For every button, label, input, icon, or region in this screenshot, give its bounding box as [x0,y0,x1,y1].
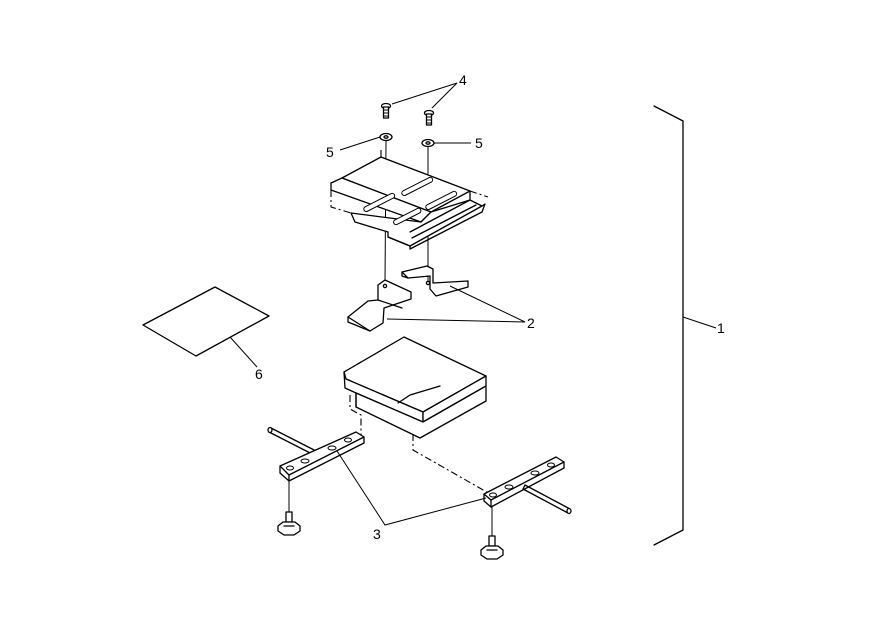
leader-2 [386,285,526,323]
mounting-plate-left [279,431,365,482]
leader-5-left [339,136,381,151]
rod-right [522,484,572,515]
tray-phantom-lines [330,148,489,214]
mounting-tray [330,156,486,250]
callout-1: 1 [717,320,725,336]
bracket-left [347,279,412,332]
washer-right [421,138,435,148]
callout-4: 4 [459,72,467,88]
assembly-brace [653,105,717,546]
callout-3: 3 [373,526,381,542]
leader-6 [229,336,258,368]
screw-left [380,102,392,119]
callout-5-right: 5 [475,135,483,151]
unit-box [343,336,487,439]
sheet [142,286,270,357]
bracket-right [401,265,469,297]
callout-2: 2 [527,315,535,331]
callout-5-left: 5 [326,144,334,160]
leader-4 [391,82,458,109]
unit-phantom-lines [343,361,493,496]
callout-6: 6 [255,366,263,382]
mounting-plate-right [483,456,565,508]
screw-right [423,109,435,126]
washer-left [379,132,393,142]
knob-left [277,511,301,536]
leader-3 [336,450,487,526]
knob-right [480,535,504,560]
